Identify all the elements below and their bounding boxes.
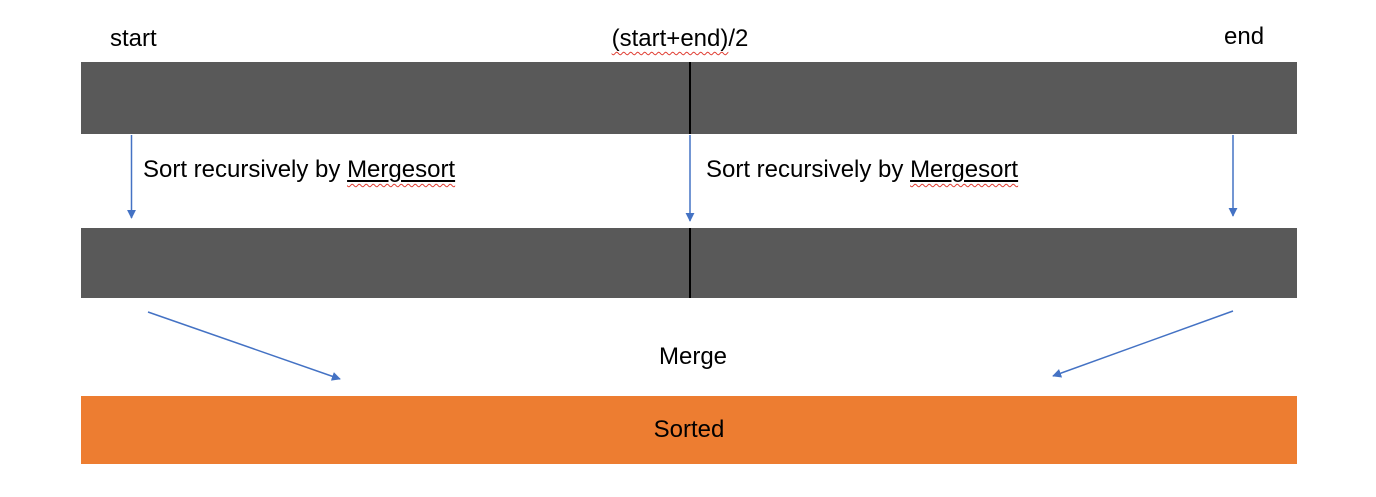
arrow-merge-right: [1052, 310, 1234, 378]
recursion-label-left-prefix: Sort recursively by: [143, 156, 348, 183]
label-midpoint-expression: (start+end): [611, 25, 729, 52]
arrow-merge-left: [147, 311, 341, 381]
sorted-bar: Sorted: [81, 396, 1297, 464]
recursion-label-left-word: Mergesort: [347, 156, 456, 183]
label-midpoint-divisor: /2: [728, 25, 749, 52]
label-midpoint: (start+end)/2: [612, 25, 749, 53]
array-bar-halves: [81, 228, 1297, 298]
array-bar-unsorted: [81, 62, 1297, 134]
recursion-label-left: Sort recursively by Mergesort: [143, 155, 455, 185]
merge-label: Merge: [658, 343, 728, 370]
recursion-label-right-word: Mergesort: [910, 156, 1019, 183]
sorted-label: Sorted: [653, 416, 725, 443]
recursion-label-right-prefix: Sort recursively by: [706, 156, 911, 183]
label-start: start: [110, 25, 157, 52]
recursion-label-right: Sort recursively by Mergesort: [706, 155, 1018, 185]
midpoint-divider-top: [689, 62, 691, 134]
midpoint-divider-middle: [689, 228, 691, 298]
label-end: end: [1224, 23, 1265, 50]
